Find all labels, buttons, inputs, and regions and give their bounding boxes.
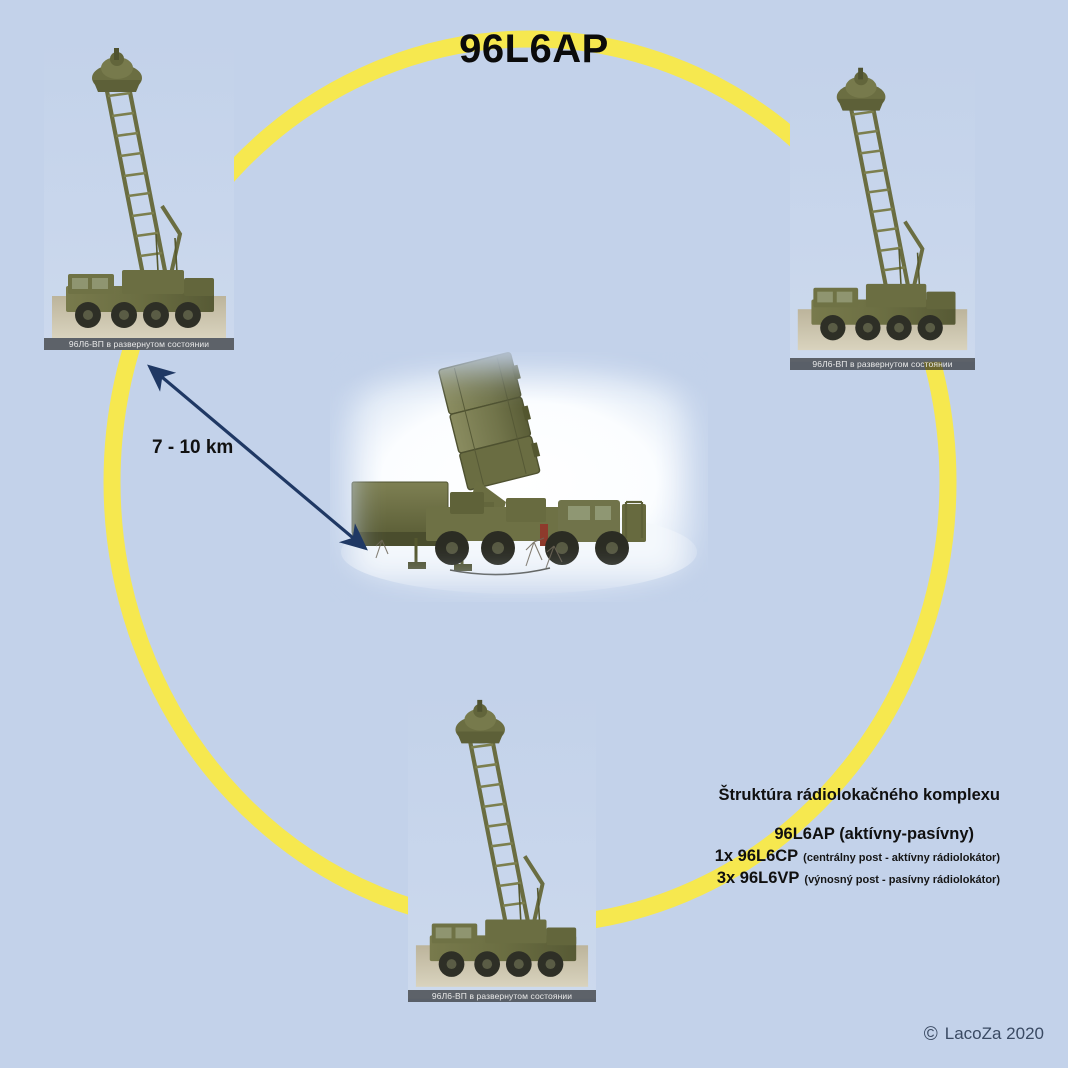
mast-vehicle-illustration [44,38,234,350]
legend-vp-count: 3x 96L6VP [716,869,800,887]
legend-block: Štruktúra rádiolokačného komplexu 96L6AP… [560,786,1000,891]
legend-cp-note: (centrálny post - aktívny rádiolokátor) [803,852,1000,864]
legend-subject: 96L6AP (aktívny-pasívny) [774,825,974,843]
distance-arrow [147,364,368,551]
vehicle-caption: 96Л6-ВП в развернутом состоянии [408,990,596,1002]
distance-label: 7 - 10 km [152,437,234,458]
mast-vehicle-illustration [790,58,975,362]
legend-row-vp: 3x 96L6VP (výnosný post - pasívny rádiolo… [560,869,1000,888]
legend-vp-note: (výnosný post - pasívny rádiolokátor) [804,874,1000,886]
vehicle-card-top-right[interactable]: 96Л6-ВП в развернутом состоянии [790,58,975,370]
vehicle-card-top-left[interactable]: 96Л6-ВП в развернутом состоянии [44,38,234,350]
page-title: 96L6AP [459,27,609,71]
vehicle-photo: 96Л6-ВП в развернутом состоянии [790,58,975,370]
copyright: © LacoZa 2020 [924,1024,1044,1044]
legend-row-cp: 1x 96L6CP (centrálny post - aktívny rádio… [560,847,1000,866]
legend-cp-count: 1x 96L6CP [714,847,799,865]
copyright-icon: © [923,1023,938,1045]
vehicle-photo: 96Л6-ВП в развернутом состоянии [44,38,234,350]
legend-heading: Štruktúra rádiolokačného komplexu [718,786,1000,804]
vehicle-caption: 96Л6-ВП в развернутом состоянии [790,358,975,370]
copyright-text: LacoZa 2020 [944,1024,1044,1043]
